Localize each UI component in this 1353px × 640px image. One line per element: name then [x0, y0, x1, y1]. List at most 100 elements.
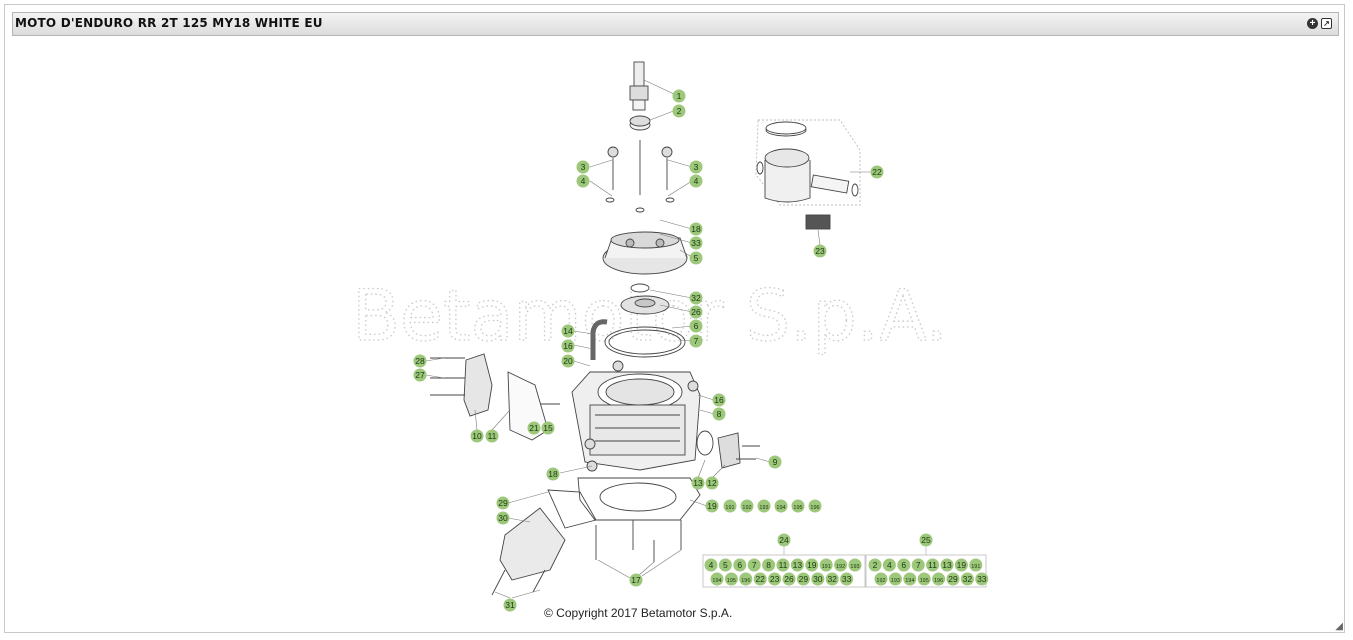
kit25-item-193[interactable]: 193: [888, 572, 902, 586]
kit24-item-22[interactable]: 22: [753, 572, 767, 586]
kit24-item-30[interactable]: 30: [811, 572, 825, 586]
part-callout-2[interactable]: 2: [672, 104, 686, 118]
part-callout-11[interactable]: 11: [485, 429, 499, 443]
kit25-item-33[interactable]: 33: [975, 572, 989, 586]
kit24-item-29[interactable]: 29: [796, 572, 810, 586]
kit25-item-196[interactable]: 196: [932, 572, 946, 586]
part-callout-10[interactable]: 10: [470, 429, 484, 443]
part-callout-195[interactable]: 195: [791, 499, 805, 513]
resize-handle-icon[interactable]: ◢: [1335, 621, 1343, 632]
callout-label: 25: [921, 535, 931, 545]
part-callout-24[interactable]: 24: [777, 533, 791, 547]
part-callout-3[interactable]: 3: [576, 160, 590, 174]
part-callout-12[interactable]: 12: [705, 476, 719, 490]
part-callout-8[interactable]: 8: [712, 407, 726, 421]
part-callout-192[interactable]: 192: [740, 499, 754, 513]
kit25-item-4[interactable]: 4: [882, 558, 896, 572]
part-callout-194[interactable]: 194: [774, 499, 788, 513]
part-callout-5[interactable]: 5: [689, 251, 703, 265]
callout-circle: [791, 499, 805, 513]
kit25-item-32[interactable]: 32: [960, 572, 974, 586]
part-callout-31[interactable]: 31: [503, 598, 517, 612]
kit24-item-13[interactable]: 13: [790, 558, 804, 572]
kit24-item-5[interactable]: 5: [718, 558, 732, 572]
part-callout-26[interactable]: 26: [689, 305, 703, 319]
part-callout-16[interactable]: 16: [712, 393, 726, 407]
part-callout-22[interactable]: 22: [870, 165, 884, 179]
kit24-item-26[interactable]: 26: [782, 572, 796, 586]
kit25-item-13[interactable]: 13: [940, 558, 954, 572]
part-callout-4[interactable]: 4: [576, 174, 590, 188]
kit25-item-192[interactable]: 192: [874, 572, 888, 586]
part-callout-6[interactable]: 6: [689, 319, 703, 333]
kit24-item-32[interactable]: 32: [825, 572, 839, 586]
callout-circle: [710, 572, 724, 586]
part-callout-196[interactable]: 196: [808, 499, 822, 513]
part-callout-33[interactable]: 33: [689, 236, 703, 250]
kit24-item-11[interactable]: 11: [776, 558, 790, 572]
part-callout-193[interactable]: 193: [757, 499, 771, 513]
callout-circle: [705, 499, 719, 513]
part-callout-28[interactable]: 28: [413, 354, 427, 368]
kit25-item-194[interactable]: 194: [903, 572, 917, 586]
part-callout-17[interactable]: 17: [629, 573, 643, 587]
plus-circle-icon[interactable]: +: [1307, 18, 1318, 29]
part-callout-191[interactable]: 191: [723, 499, 737, 513]
callout-label: 19: [807, 560, 817, 570]
part-callout-27[interactable]: 27: [413, 368, 427, 382]
title-bar-icons: + ↗: [1307, 18, 1332, 29]
callout-label: 194: [905, 578, 914, 584]
kit24-item-192[interactable]: 192: [834, 558, 848, 572]
part-callout-7[interactable]: 7: [689, 334, 703, 348]
kit24-item-23[interactable]: 23: [768, 572, 782, 586]
part-callout-18[interactable]: 18: [689, 222, 703, 236]
part-callout-18[interactable]: 18: [546, 467, 560, 481]
part-callout-32[interactable]: 32: [689, 291, 703, 305]
part-callout-1[interactable]: 1: [672, 89, 686, 103]
part-callout-30[interactable]: 30: [496, 511, 510, 525]
callout-label: 32: [963, 574, 973, 584]
callout-label: 191: [971, 564, 980, 570]
popout-icon[interactable]: ↗: [1321, 18, 1332, 29]
kit24-item-33[interactable]: 33: [840, 572, 854, 586]
kit25-item-191[interactable]: 191: [969, 558, 983, 572]
kit25-item-19[interactable]: 19: [954, 558, 968, 572]
kit24-item-191[interactable]: 191: [819, 558, 833, 572]
callout-circle: [689, 160, 703, 174]
part-callout-4[interactable]: 4: [689, 174, 703, 188]
callout-circle: [848, 558, 862, 572]
callout-label: 10: [472, 431, 482, 441]
part-callout-16[interactable]: 16: [561, 339, 575, 353]
kit24-item-195[interactable]: 195: [724, 572, 738, 586]
part-callout-21[interactable]: 21: [527, 421, 541, 435]
kit25-item-2[interactable]: 2: [868, 558, 882, 572]
callout-label: 29: [948, 574, 958, 584]
kit24-item-6[interactable]: 6: [733, 558, 747, 572]
kit24-item-7[interactable]: 7: [747, 558, 761, 572]
part-callout-19[interactable]: 19: [705, 499, 719, 513]
part-callout-14[interactable]: 14: [561, 324, 575, 338]
part-callout-23[interactable]: 23: [813, 244, 827, 258]
kit24-item-8[interactable]: 8: [762, 558, 776, 572]
kit25-item-11[interactable]: 11: [926, 558, 940, 572]
kit25-item-6[interactable]: 6: [897, 558, 911, 572]
part-callout-9[interactable]: 9: [768, 455, 782, 469]
callout-label: 4: [709, 560, 714, 570]
part-callout-15[interactable]: 15: [541, 421, 555, 435]
kit24-item-4[interactable]: 4: [704, 558, 718, 572]
part-callout-29[interactable]: 29: [496, 496, 510, 510]
callout-circle: [704, 558, 718, 572]
part-callout-25[interactable]: 25: [919, 533, 933, 547]
part-callout-3[interactable]: 3: [689, 160, 703, 174]
kit25-item-29[interactable]: 29: [946, 572, 960, 586]
kit24-item-196[interactable]: 196: [739, 572, 753, 586]
part-callout-13[interactable]: 13: [691, 476, 705, 490]
callout-circle: [485, 429, 499, 443]
kit24-item-194[interactable]: 194: [710, 572, 724, 586]
part-callout-20[interactable]: 20: [561, 354, 575, 368]
kit25-item-7[interactable]: 7: [911, 558, 925, 572]
kit24-item-193[interactable]: 193: [848, 558, 862, 572]
callout-circle: [975, 572, 989, 586]
kit24-item-19[interactable]: 19: [805, 558, 819, 572]
kit25-item-195[interactable]: 195: [917, 572, 931, 586]
